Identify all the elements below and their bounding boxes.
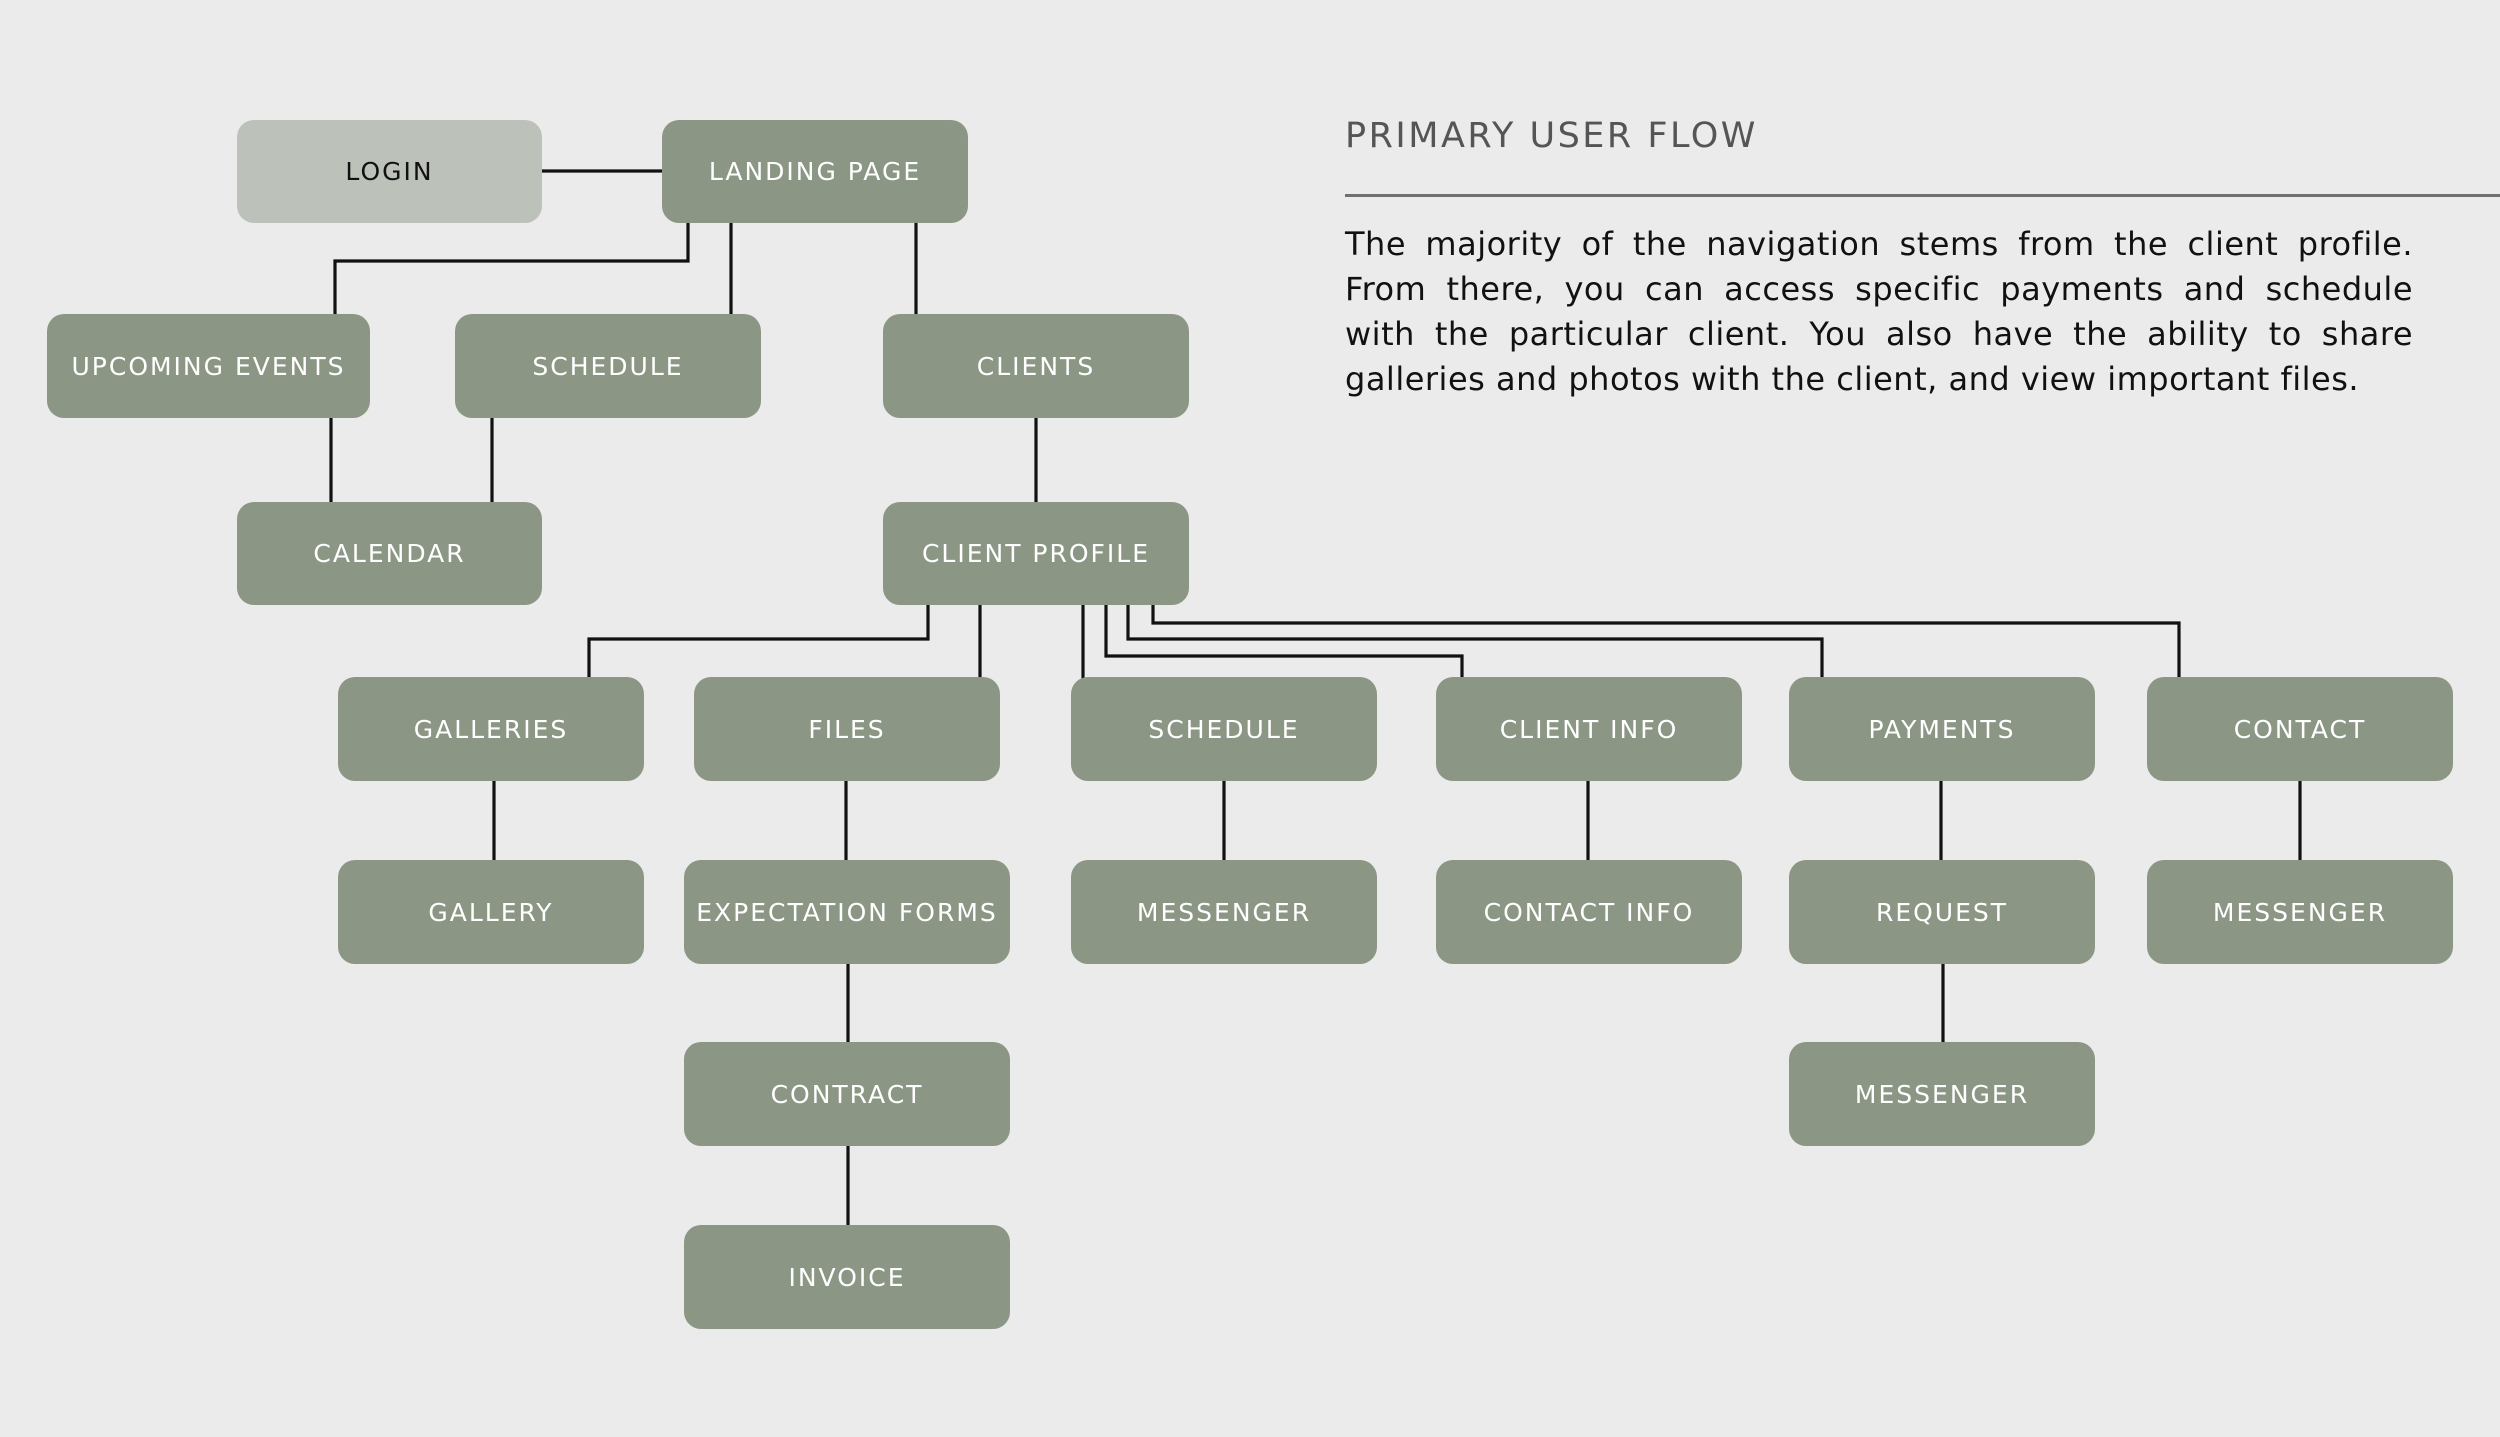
node-schedule-main: SCHEDULE <box>455 314 761 418</box>
title-divider <box>1345 194 2500 197</box>
connector-landing-page-to-upcoming-events <box>333 221 690 316</box>
node-clients: CLIENTS <box>883 314 1189 418</box>
node-login: LOGIN <box>237 120 542 223</box>
flow-description: The majority of the navigation stems fro… <box>1345 225 2413 398</box>
connector-client-profile-to-contact <box>1151 603 2181 679</box>
node-schedule-client: SCHEDULE <box>1071 677 1377 781</box>
node-request: REQUEST <box>1789 860 2095 964</box>
connector-client-profile-to-payments <box>1126 603 1824 679</box>
node-landing-page: LANDING PAGE <box>662 120 968 223</box>
node-payments: PAYMENTS <box>1789 677 2095 781</box>
node-gallery: GALLERY <box>338 860 644 964</box>
node-calendar: CALENDAR <box>237 502 542 605</box>
node-invoice: INVOICE <box>684 1225 1010 1329</box>
node-upcoming-events: UPCOMING EVENTS <box>47 314 370 418</box>
node-contract: CONTRACT <box>684 1042 1010 1146</box>
connector-client-profile-to-client-info <box>1104 603 1464 679</box>
node-client-info: CLIENT INFO <box>1436 677 1742 781</box>
node-messenger-payments: MESSENGER <box>1789 1042 2095 1146</box>
node-galleries: GALLERIES <box>338 677 644 781</box>
node-contact: CONTACT <box>2147 677 2453 781</box>
node-contact-info: CONTACT INFO <box>1436 860 1742 964</box>
node-messenger-contact: MESSENGER <box>2147 860 2453 964</box>
connector-client-profile-to-galleries <box>587 603 930 679</box>
flow-title: PRIMARY USER FLOW <box>1345 116 1758 156</box>
node-client-profile: CLIENT PROFILE <box>883 502 1189 605</box>
node-expectation-forms: EXPECTATION FORMS <box>684 860 1010 964</box>
node-files: FILES <box>694 677 1000 781</box>
node-messenger-schedule: MESSENGER <box>1071 860 1377 964</box>
